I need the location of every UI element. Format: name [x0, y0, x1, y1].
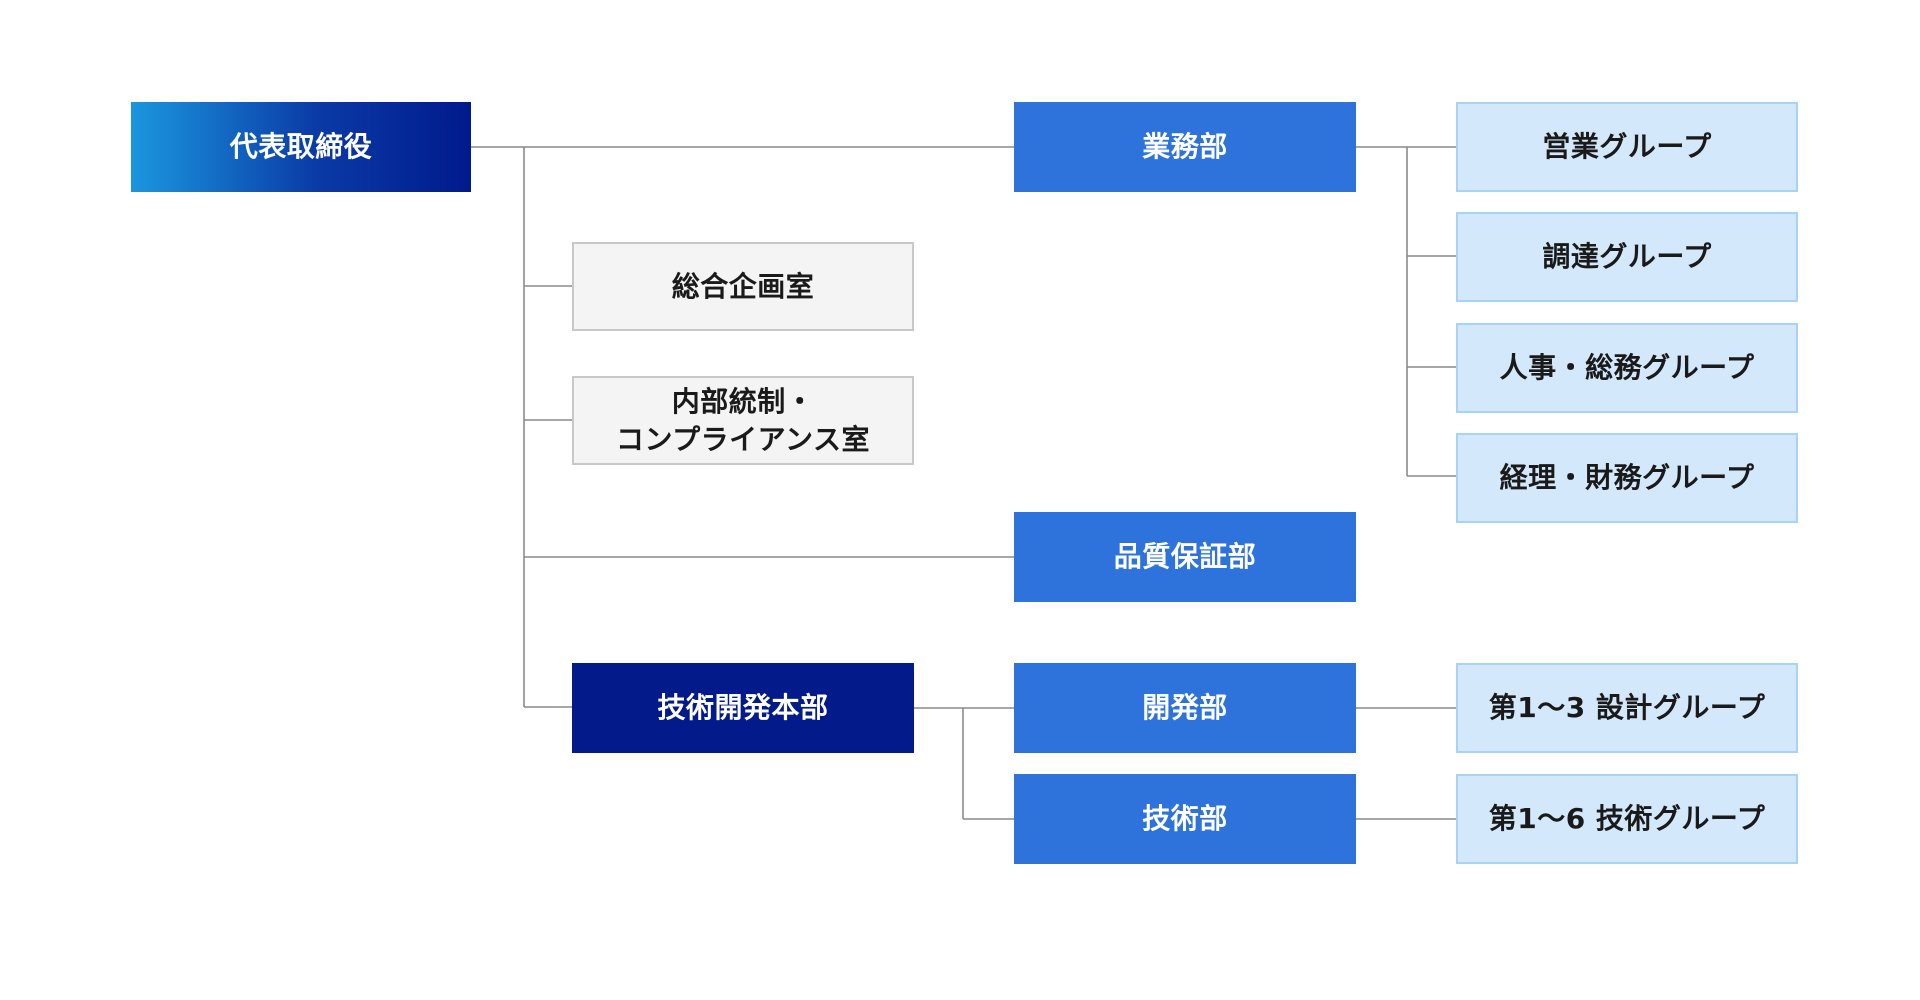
planning-office-label: 総合企画室 [671, 269, 815, 303]
compliance-office-box: 内部統制・ コンプライアンス室 [572, 376, 914, 465]
compliance-office-label: 内部統制・ コンプライアンス室 [616, 384, 870, 456]
technology-dept-label: 技術部 [1142, 802, 1228, 836]
accounting-group-label: 経理・財務グループ [1499, 461, 1755, 495]
accounting-group-box: 経理・財務グループ [1456, 433, 1798, 523]
technical-group-box: 第1〜6 技術グループ [1456, 774, 1798, 864]
hr-general-group-box: 人事・総務グループ [1456, 323, 1798, 413]
procurement-group-label: 調達グループ [1542, 240, 1712, 274]
hr-general-group-label: 人事・総務グループ [1499, 351, 1755, 385]
engineering-hq-label: 技術開発本部 [657, 691, 829, 725]
procurement-group-box: 調達グループ [1456, 212, 1798, 302]
engineering-hq-box: 技術開発本部 [572, 663, 914, 753]
technical-group-label: 第1〜6 技術グループ [1488, 802, 1766, 836]
technology-dept-box: 技術部 [1014, 774, 1356, 864]
sales-group-label: 営業グループ [1542, 130, 1712, 164]
development-dept-box: 開発部 [1014, 663, 1356, 753]
business-dept-box: 業務部 [1014, 102, 1356, 192]
development-dept-label: 開発部 [1142, 691, 1228, 725]
business-dept-label: 業務部 [1142, 130, 1228, 164]
quality-dept-box: 品質保証部 [1014, 512, 1356, 602]
design-group-label: 第1〜3 設計グループ [1488, 691, 1766, 725]
sales-group-box: 営業グループ [1456, 102, 1798, 192]
design-group-box: 第1〜3 設計グループ [1456, 663, 1798, 753]
planning-office-box: 総合企画室 [572, 242, 914, 331]
ceo-box: 代表取締役 [131, 102, 471, 192]
ceo-label: 代表取締役 [229, 130, 373, 164]
quality-dept-label: 品質保証部 [1113, 540, 1257, 574]
